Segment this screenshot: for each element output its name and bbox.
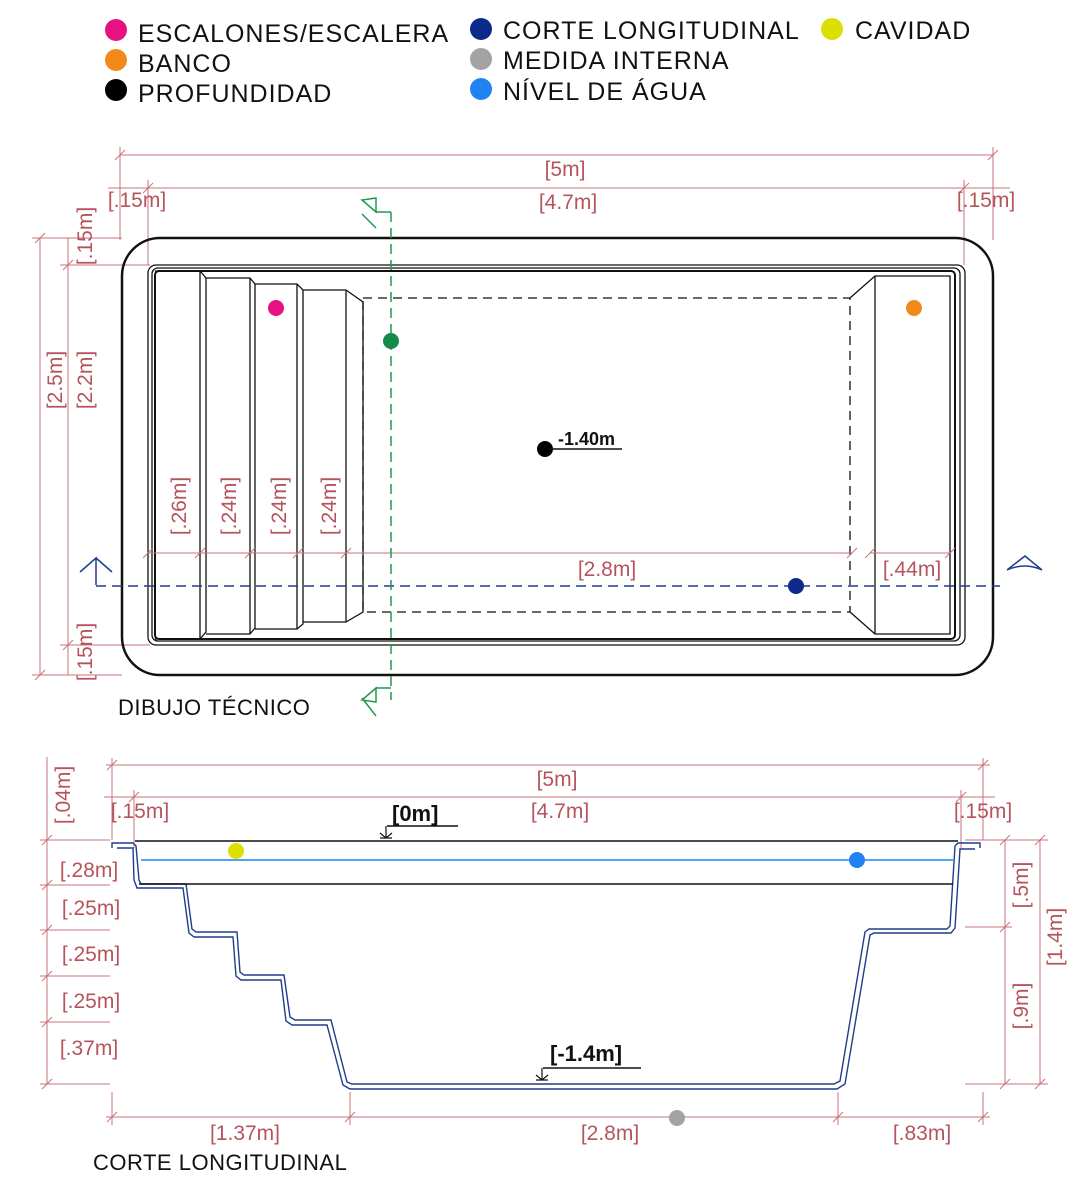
step-height-5-label: [.37m] [60, 1037, 118, 1060]
banco-dot-icon [105, 49, 127, 71]
plan-floor-dimensions: [2.8m] [.44m] [360, 547, 956, 581]
legend-item-banco: BANCO [105, 49, 232, 78]
legend-item-nivel: NÍVEL DE ÁGUA [470, 77, 707, 106]
plan-inner-width-label: [2.2m] [74, 351, 97, 409]
section-level-bottom-label: [-1.4m] [550, 1041, 622, 1066]
transverse-cut-line [360, 197, 392, 717]
nivel-dot-icon [470, 78, 492, 100]
plan-step-dimensions: [.26m] [.24m] [.24m] [.24m] [142, 477, 360, 559]
corte-marker [788, 578, 804, 594]
escalones-dot-icon [105, 19, 127, 41]
section-rim-left-label: [.15m] [111, 800, 169, 823]
section-level-top-label: [0m] [392, 801, 438, 826]
plan-view: [5m] [4.7m] [.15m] [.15m] [2.5m] [2.2m] … [32, 147, 1043, 720]
plan-floor-length-label: [2.8m] [578, 558, 636, 581]
legend-label: ESCALONES/ESCALERA [138, 20, 449, 48]
longitudinal-cut-line [79, 555, 1043, 587]
plan-rim-right-label: [.15m] [957, 189, 1015, 212]
plan-total-length-label: [5m] [545, 158, 586, 181]
step-1-width-label: [.26m] [168, 477, 191, 535]
total-depth-label: [1.4m] [1044, 908, 1067, 966]
section-view: [5m] [4.7m] [.15m] [.15m] [.04m] [.28m] … [40, 757, 1067, 1175]
section-top-dimensions: [5m] [4.7m] [.15m] [.15m] [104, 758, 1012, 848]
profundidad-dot-icon [105, 79, 127, 101]
legend-label: BANCO [138, 50, 232, 78]
plan-bench-width-label: [.44m] [883, 558, 941, 581]
legend-item-corte: CORTE LONGITUDINAL [470, 17, 800, 45]
plan-floor-outline [362, 297, 851, 613]
level-markers: [0m] [-1.4m] [379, 801, 641, 1081]
step-4-width-label: [.24m] [318, 477, 341, 535]
plan-top-dimensions: [5m] [4.7m] [.15m] [.15m] [108, 147, 1015, 265]
transverse-cut-marker [383, 333, 399, 349]
cut-arrow-top-icon [360, 197, 391, 229]
section-inner-length-label: [4.7m] [531, 800, 589, 823]
section-lip-label: [.04m] [52, 766, 75, 824]
plan-steps [155, 270, 364, 640]
plan-rim-top-label: [.15m] [74, 207, 97, 265]
legend-item-escalones: ESCALONES/ESCALERA [105, 19, 449, 48]
plan-bench [849, 275, 951, 635]
bench-depth-label: [.5m] [1010, 862, 1033, 909]
legend-label: CORTE LONGITUDINAL [503, 17, 800, 45]
section-caption: CORTE LONGITUDINAL [93, 1150, 347, 1175]
plan-depth-label: -1.40m [558, 429, 615, 449]
plan-caption: DIBUJO TÉCNICO [118, 695, 310, 720]
medida-dot-icon [470, 48, 492, 70]
cut-arrow-right-icon [1006, 555, 1043, 571]
plan-total-width-label: [2.5m] [44, 351, 67, 409]
step-3-width-label: [.24m] [268, 477, 291, 535]
step-height-3-label: [.25m] [62, 943, 120, 966]
step-2-width-label: [.24m] [218, 477, 241, 535]
step-height-2-label: [.25m] [62, 897, 120, 920]
legend-label: CAVIDAD [855, 17, 971, 45]
step-height-1-label: [.28m] [60, 859, 118, 882]
pool-section-outline [111, 840, 981, 1090]
section-total-length-label: [5m] [537, 768, 578, 791]
plan-left-dimensions: [2.5m] [2.2m] [.15m] [.15m] [32, 207, 150, 681]
steps-run-label: [1.37m] [210, 1122, 280, 1145]
section-left-dimensions: [.04m] [.28m] [.25m] [.25m] [.25m] [.37m… [40, 757, 120, 1090]
section-bottom-dimensions: [1.37m] [2.8m] [.83m] [106, 1092, 990, 1145]
end-run-label: [.83m] [893, 1122, 951, 1145]
cavidad-dot-icon [821, 18, 843, 40]
corte-dot-icon [470, 18, 492, 40]
step-height-4-label: [.25m] [62, 990, 120, 1013]
section-rim-right-label: [.15m] [954, 800, 1012, 823]
plan-inner-length-label: [4.7m] [539, 191, 597, 214]
legend-item-cavidad: CAVIDAD [821, 17, 971, 45]
medida-marker [669, 1110, 685, 1126]
lower-depth-label: [.9m] [1010, 983, 1033, 1030]
legend-label: MEDIDA INTERNA [503, 47, 730, 75]
cut-arrow-bottom-icon [360, 686, 391, 717]
level-bottom-icon [535, 1068, 549, 1081]
escalones-marker [268, 300, 284, 316]
section-right-dimensions: [.5m] [.9m] [1.4m] [965, 834, 1067, 1090]
pool-plan-outline [120, 236, 995, 677]
legend-item-profundidad: PROFUNDIDAD [105, 79, 332, 108]
cut-arrow-left-icon [79, 556, 113, 585]
profundidad-marker [537, 441, 553, 457]
legend: ESCALONES/ESCALERA BANCO PROFUNDIDAD COR… [105, 17, 971, 108]
legend-label: PROFUNDIDAD [138, 80, 332, 108]
plan-rim-left-label: [.15m] [108, 189, 166, 212]
cavidad-marker [228, 843, 244, 859]
nivel-marker [849, 852, 865, 868]
legend-item-medida: MEDIDA INTERNA [470, 47, 730, 75]
banco-marker [906, 300, 922, 316]
legend-label: NÍVEL DE ÁGUA [503, 77, 707, 106]
level-top-icon [379, 826, 393, 839]
plan-rim-bottom-label: [.15m] [74, 623, 97, 681]
section-floor-length-label: [2.8m] [581, 1122, 639, 1145]
